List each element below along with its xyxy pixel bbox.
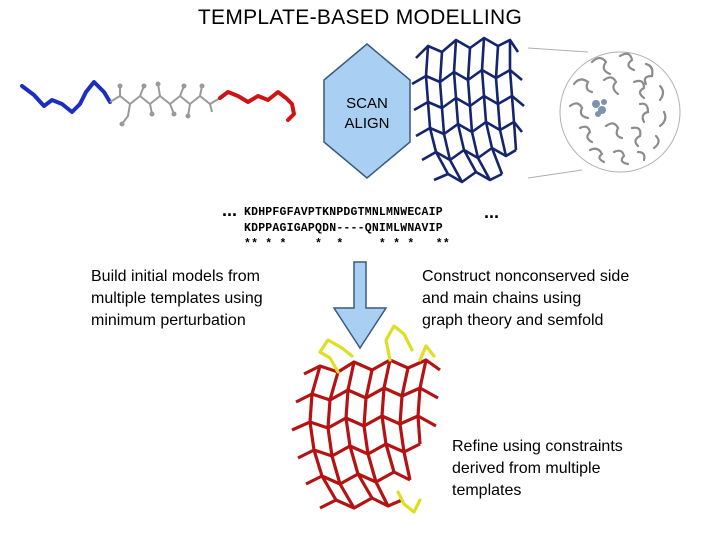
sequence-2: KDPPAGIGAPQDN----QNIMLWNAVIP xyxy=(244,222,443,235)
text-construct-nonconserved: Construct nonconserved side and main cha… xyxy=(422,266,629,332)
connector-line-top xyxy=(527,47,589,53)
double-arrow-icon xyxy=(323,43,411,179)
text-line: multiple templates using xyxy=(91,290,263,307)
sequence-1: KDHPFGFAVPTKNPDGTMNLMNWECAIP xyxy=(244,206,443,219)
page-title: TEMPLATE-BASED MODELLING xyxy=(197,6,523,29)
align-label: ALIGN xyxy=(344,115,390,132)
red-model-mesh xyxy=(291,358,441,510)
text-line: minimum perturbation xyxy=(91,312,246,329)
scan-label: SCAN xyxy=(346,95,388,112)
text-refine-constraints: Refine using constraints derived from mu… xyxy=(452,436,623,502)
center-blob xyxy=(592,99,607,117)
ellipsis-right: ... xyxy=(484,202,500,222)
red-chain xyxy=(218,90,296,122)
text-line: Construct nonconserved side xyxy=(422,268,630,285)
text-line: Build initial models from xyxy=(91,268,260,285)
gray-molecule-atoms xyxy=(117,81,205,127)
text-line: Refine using constraints xyxy=(452,438,623,455)
conservation-marks: ** * * * * * * * ** xyxy=(244,238,450,251)
blue-chain xyxy=(20,80,112,114)
text-line: graph theory and semfold xyxy=(422,312,604,329)
navy-mesh xyxy=(411,36,525,184)
yellow-loops xyxy=(318,324,436,514)
scan-align-label: SCAN ALIGN xyxy=(322,94,412,134)
text-line: and main chains using xyxy=(422,290,582,307)
template-circle xyxy=(559,51,681,173)
text-line: templates xyxy=(452,482,522,499)
gray-mesh xyxy=(568,52,667,166)
text-line: derived from multiple xyxy=(452,460,601,477)
down-arrow-icon xyxy=(332,261,388,350)
text-build-initial-models: Build initial models from multiple templ… xyxy=(91,266,263,332)
connector-line-bottom xyxy=(527,169,583,179)
ellipsis-left: ... xyxy=(222,200,238,220)
gray-molecule xyxy=(109,83,221,125)
